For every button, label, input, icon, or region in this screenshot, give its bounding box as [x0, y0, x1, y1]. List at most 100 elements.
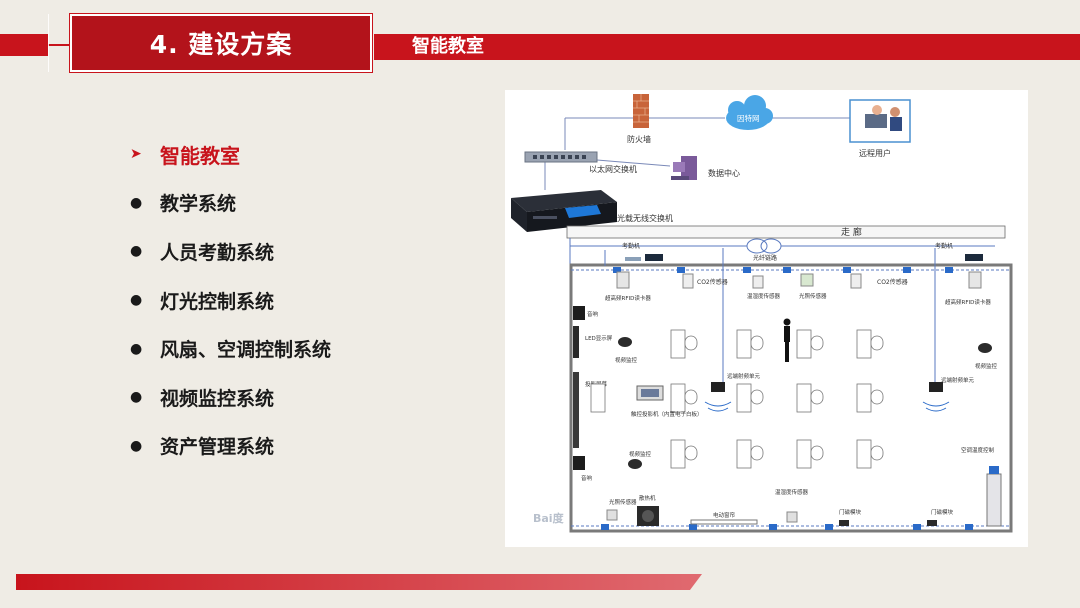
ethernet-switch-icon: [524, 151, 598, 163]
network-links: [544, 104, 855, 190]
light-sensor-top-icon: [800, 273, 814, 287]
sensor-node-icons: [601, 267, 973, 530]
optical-switch-label: 光载无线交换机: [617, 213, 673, 223]
camera-right-label: 视频监控: [975, 362, 998, 370]
internet-label: 因特网: [737, 113, 760, 123]
speaker-bottom-icon: [573, 456, 585, 470]
fiber-ring-icon: [569, 238, 995, 265]
temp-sensor-top-icon: [752, 275, 764, 289]
touch-projector-label: 触控投影机（内置电子白板）: [631, 410, 703, 418]
temp-sensor-top-label: 温湿度传感器: [747, 292, 781, 300]
topic-item-assets[interactable]: ● 资产管理系统: [130, 422, 331, 471]
projection-screen-icon: [573, 372, 579, 448]
rfid-reader-right-icon: [968, 271, 982, 289]
topic-item-smart-classroom[interactable]: ➤ 智能教室: [130, 130, 331, 179]
dot-bullet-icon: ●: [130, 292, 143, 309]
data-center-label: 数据中心: [708, 168, 740, 178]
door-sensor-left-icon: [839, 520, 849, 526]
remote-unit-right-label: 远端射频单元: [941, 376, 975, 384]
header-band-left: [0, 34, 48, 56]
dot-bullet-icon: ●: [130, 340, 143, 357]
temp-sensor-bottom-label: 温湿度传感器: [775, 488, 809, 496]
remote-unit-right-icon: [922, 382, 950, 412]
page-subtitle: 智能教室: [412, 36, 484, 57]
led-screen-icon: [573, 326, 579, 358]
curtain-label: 电动窗帘: [713, 511, 736, 519]
fiber-label: 光纤链路: [753, 254, 777, 262]
rfid-right-label: 超高频RFID读卡器: [945, 298, 991, 306]
speaker-top-label: 音响: [587, 310, 599, 318]
temp-sensor-bottom-icon: [786, 511, 798, 523]
header-band-right: [374, 34, 1080, 60]
firewall-icon: [633, 94, 649, 128]
classroom-wall: [569, 263, 1013, 533]
curtain-icon: [690, 519, 758, 525]
remote-unit-left-label: 远端射频单元: [727, 372, 761, 380]
light-sensor-bottom-icon: [606, 509, 618, 521]
attendance-left-icon: [625, 254, 663, 261]
camera-left-top-label: 视频监控: [615, 356, 638, 364]
arrow-bullet-icon: ➤: [130, 146, 142, 163]
firewall-label: 防火墙: [627, 134, 651, 144]
fan-label: 散热机: [639, 494, 656, 502]
corridor-label: 走 廊: [841, 226, 862, 238]
footer-bar: [16, 574, 702, 590]
speaker-top-icon: [573, 306, 585, 320]
light-sensor-bottom-label: 光照传感器: [609, 498, 637, 506]
topic-list: ➤ 智能教室 ● 教学系统 ● 人员考勤系统 ● 灯光控制系统 ● 风扇、空调控…: [130, 130, 331, 470]
dot-bullet-icon: ●: [130, 437, 143, 454]
smart-classroom-diagram: 防火墙 因特网 远程用户 以太网交换机 数据中心: [505, 90, 1028, 547]
led-label: LED显示屏: [585, 335, 613, 342]
watermark-text: Bai度: [533, 511, 565, 525]
door-left-label: 门磁模块: [839, 508, 862, 516]
topic-label: 风扇、空调控制系统: [160, 339, 332, 362]
topic-item-teaching[interactable]: ● 教学系统: [130, 179, 331, 228]
dot-bullet-icon: ●: [130, 389, 143, 406]
attendance-right-icon: [965, 254, 983, 261]
door-sensor-right-icon: [927, 520, 937, 526]
attendance-left-label: 考勤机: [622, 242, 640, 250]
topic-label: 人员考勤系统: [160, 241, 275, 264]
ac-unit-icon: [986, 466, 1002, 527]
remote-user-label: 远程用户: [859, 148, 891, 158]
camera-left-bottom-icon: [628, 459, 642, 469]
header-title-box: 4. 建设方案: [70, 14, 372, 72]
co2-right-label: CO2传感器: [877, 278, 908, 286]
touch-projector-icon: [636, 385, 664, 401]
topic-label: 灯光控制系统: [160, 290, 275, 313]
co2-left-label: CO2传感器: [697, 278, 728, 286]
topic-label: 资产管理系统: [160, 436, 275, 459]
dot-bullet-icon: ●: [130, 194, 143, 211]
data-center-icon: [671, 156, 697, 180]
topic-label: 智能教室: [160, 143, 240, 168]
ac-control-label: 空调温度控制: [961, 446, 995, 454]
cloud-icon: [726, 95, 773, 130]
light-sensor-top-label: 光照传感器: [799, 292, 827, 300]
topic-item-video[interactable]: ● 视频监控系统: [130, 373, 331, 422]
teacher-figure-icon: [783, 318, 791, 362]
ethernet-switch-label: 以太网交换机: [589, 164, 637, 174]
corridor-bar: [566, 225, 1006, 239]
camera-left-top-icon: [618, 337, 632, 347]
fan-icon: [637, 506, 659, 526]
remote-user-icon: [849, 99, 911, 143]
co2-sensor-right-icon: [850, 273, 862, 289]
dot-bullet-icon: ●: [130, 243, 143, 260]
door-right-label: 门磁模块: [931, 508, 954, 516]
rfid-reader-left-icon: [616, 271, 630, 289]
camera-right-icon: [978, 343, 992, 353]
topic-label: 视频监控系统: [160, 387, 275, 410]
topic-item-attendance[interactable]: ● 人员考勤系统: [130, 227, 331, 276]
speaker-bottom-label: 音响: [581, 474, 593, 482]
topic-item-lighting[interactable]: ● 灯光控制系统: [130, 276, 331, 325]
attendance-right-label: 考勤机: [935, 242, 953, 250]
header-divider: [48, 14, 49, 72]
topic-label: 教学系统: [160, 193, 237, 216]
topic-item-hvac[interactable]: ● 风扇、空调控制系统: [130, 324, 331, 373]
page-title: 4. 建设方案: [149, 30, 293, 59]
optical-switch-icon: [511, 190, 617, 232]
rfid-left-label: 超高频RFID读卡器: [605, 294, 651, 302]
remote-unit-left-icon: [704, 382, 732, 412]
camera-left-bottom-label: 视频监控: [629, 450, 652, 458]
desk-grid: [590, 329, 884, 469]
